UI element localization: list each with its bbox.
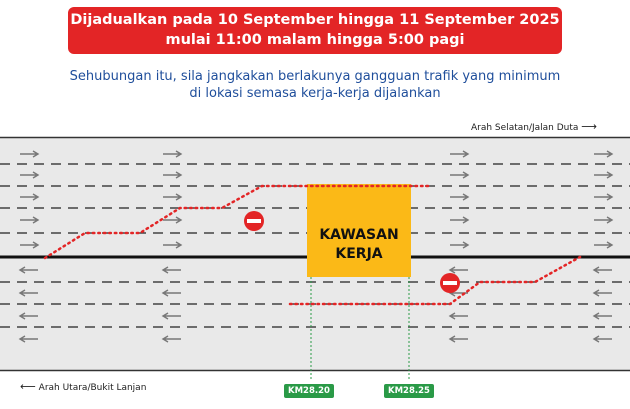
lower-lane-lines: [0, 281, 630, 328]
lane-arrow-left-icon: [592, 266, 612, 274]
lane-arrow-right-icon: [594, 171, 614, 179]
schedule-line-2: mulai 11:00 malam hingga 5:00 pagi: [165, 32, 465, 48]
lane-arrow-right-icon: [450, 193, 470, 201]
arrow-left-icon: ⟵: [20, 380, 36, 393]
lane-arrow-left-icon: [592, 312, 612, 320]
lane-arrow-left-icon: [18, 312, 38, 320]
notice-line-2: di lokasi semasa kerja-kerja dijalankan: [189, 86, 441, 101]
lane-arrow-left-icon: [448, 335, 468, 343]
lane-arrow-right-icon: [450, 171, 470, 179]
lane-arrow-right-icon: [20, 216, 40, 224]
lane-arrow-left-icon: [161, 312, 181, 320]
lane-arrow-right-icon: [20, 193, 40, 201]
no-entry-icon: [440, 273, 460, 293]
notice-line-1: Sehubungan itu, sila jangkakan berlakuny…: [69, 69, 561, 84]
schedule-line-1: Dijadualkan pada 10 September hingga 11 …: [70, 12, 560, 28]
lane-arrow-right-icon: [163, 241, 183, 249]
notice-text: Sehubungan itu, sila jangkakan berlakuny…: [0, 68, 630, 102]
lane-arrow-left-icon: [448, 266, 468, 274]
southbound-direction-text: Arah Selatan/Jalan Duta: [471, 123, 579, 133]
lane-arrow-right-icon: [20, 150, 40, 158]
work-zone-label: KAWASAN KERJA: [307, 226, 411, 264]
no-entry-icon: [244, 211, 264, 231]
lane-arrow-right-icon: [594, 241, 614, 249]
lane-arrow-right-icon: [163, 216, 183, 224]
lane-arrow-right-icon: [20, 171, 40, 179]
southbound-direction-label: Arah Selatan/Jalan Duta ⟶: [471, 120, 597, 133]
km-marker-start: KM28.20: [284, 384, 334, 398]
lane-arrow-left-icon: [18, 335, 38, 343]
lane-arrow-right-icon: [450, 241, 470, 249]
lane-arrow-left-icon: [448, 312, 468, 320]
lane-arrow-left-icon: [592, 335, 612, 343]
lane-arrow-right-icon: [163, 171, 183, 179]
northbound-direction-label: ⟵ Arah Utara/Bukit Lanjan: [20, 380, 146, 393]
lane-arrow-left-icon: [161, 289, 181, 297]
lane-arrow-left-icon: [161, 335, 181, 343]
lane-arrow-right-icon: [594, 193, 614, 201]
lane-arrow-left-icon: [161, 266, 181, 274]
northbound-direction-text: Arah Utara/Bukit Lanjan: [38, 383, 147, 393]
southbound-detour-path: [43, 184, 432, 260]
lane-arrow-left-icon: [592, 289, 612, 297]
work-zone: [307, 184, 411, 277]
km-marker-end: KM28.25: [384, 384, 434, 398]
schedule-banner: Dijadualkan pada 10 September hingga 11 …: [68, 7, 562, 54]
lane-arrow-right-icon: [20, 241, 40, 249]
arrow-right-icon: ⟶: [581, 120, 598, 133]
southbound-lane-arrows: [20, 150, 614, 249]
lane-arrow-right-icon: [594, 150, 614, 158]
lane-arrow-right-icon: [450, 216, 470, 224]
lane-arrow-right-icon: [594, 216, 614, 224]
lane-arrow-right-icon: [163, 193, 183, 201]
work-zone-line-1: KAWASAN: [319, 227, 399, 243]
lane-arrow-right-icon: [163, 150, 183, 158]
lane-arrow-left-icon: [18, 266, 38, 274]
lane-arrow-left-icon: [18, 289, 38, 297]
work-zone-line-2: KERJA: [335, 246, 383, 262]
lane-arrow-right-icon: [450, 150, 470, 158]
northbound-detour-path: [288, 255, 582, 306]
